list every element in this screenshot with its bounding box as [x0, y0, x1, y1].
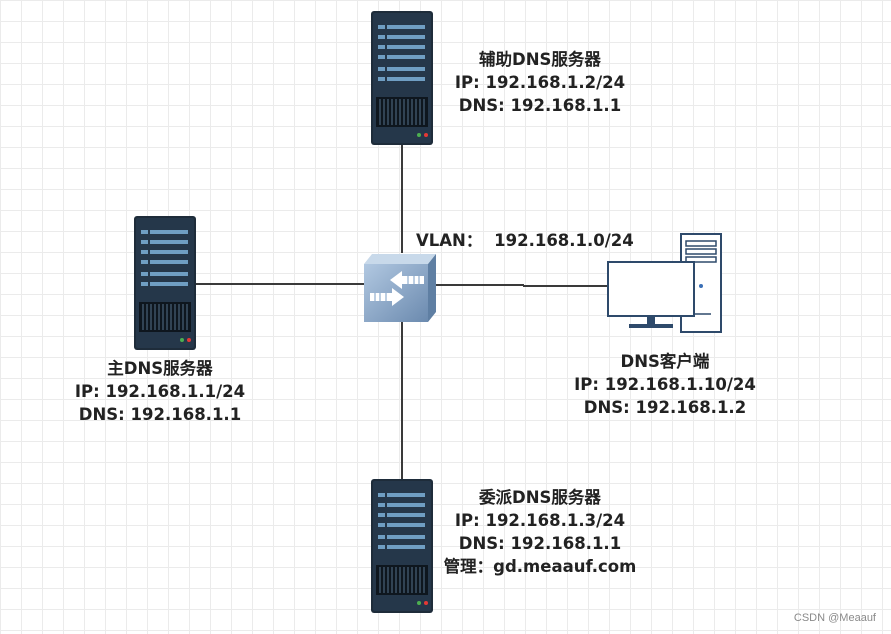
- dns-client-computer[interactable]: [605, 232, 725, 334]
- client-dns: DNS: 192.168.1.2: [583, 398, 747, 417]
- client-ip: IP: 192.168.1.10/24: [574, 375, 756, 394]
- vlan-label: VLAN： 192.168.1.0/24: [416, 227, 634, 251]
- primary-dns-server[interactable]: [134, 216, 196, 350]
- network-switch[interactable]: [364, 252, 436, 322]
- server-icon: [371, 11, 433, 145]
- client-label: DNS客户端 IP: 192.168.1.10/24 DNS: 192.168.…: [565, 350, 765, 419]
- link-secondary-to-switch: [401, 143, 403, 253]
- secondary-dns-ip: IP: 192.168.1.2/24: [454, 73, 626, 92]
- secondary-dns-name: 辅助DNS服务器: [479, 50, 601, 69]
- network-switch-icon: [364, 254, 436, 322]
- watermark: CSDN @Meaauf: [793, 612, 876, 624]
- secondary-dns-server[interactable]: [371, 11, 433, 145]
- secondary-dns-dns: DNS: 192.168.1.1: [458, 96, 622, 115]
- server-icon: [134, 216, 196, 350]
- delegated-dns-name: 委派DNS服务器: [479, 488, 601, 507]
- delegated-dns-dns: DNS: 192.168.1.1: [458, 534, 622, 553]
- delegated-dns-label: 委派DNS服务器 IP: 192.168.1.3/24 DNS: 192.168…: [440, 486, 640, 578]
- vlan-prefix: VLAN：: [416, 231, 483, 250]
- primary-dns-label: 主DNS服务器 IP: 192.168.1.1/24 DNS: 192.168.…: [60, 357, 260, 426]
- link-primary-to-switch: [195, 283, 365, 285]
- vlan-subnet: 192.168.1.0/24: [494, 231, 634, 250]
- link-switch-to-client-b: [523, 285, 607, 287]
- delegated-dns-server[interactable]: [371, 479, 433, 613]
- primary-dns-ip: IP: 192.168.1.1/24: [74, 382, 246, 401]
- client-name: DNS客户端: [620, 352, 710, 371]
- link-switch-to-delegated: [401, 321, 403, 481]
- link-switch-to-client: [436, 284, 524, 286]
- desktop-computer-icon: [607, 233, 722, 333]
- primary-dns-dns: DNS: 192.168.1.1: [78, 405, 242, 424]
- secondary-dns-label: 辅助DNS服务器 IP: 192.168.1.2/24 DNS: 192.168…: [440, 48, 640, 117]
- primary-dns-name: 主DNS服务器: [107, 359, 213, 378]
- delegated-dns-mgmt: 管理：gd.meaauf.com: [443, 557, 637, 576]
- server-icon: [371, 479, 433, 613]
- delegated-dns-ip: IP: 192.168.1.3/24: [454, 511, 626, 530]
